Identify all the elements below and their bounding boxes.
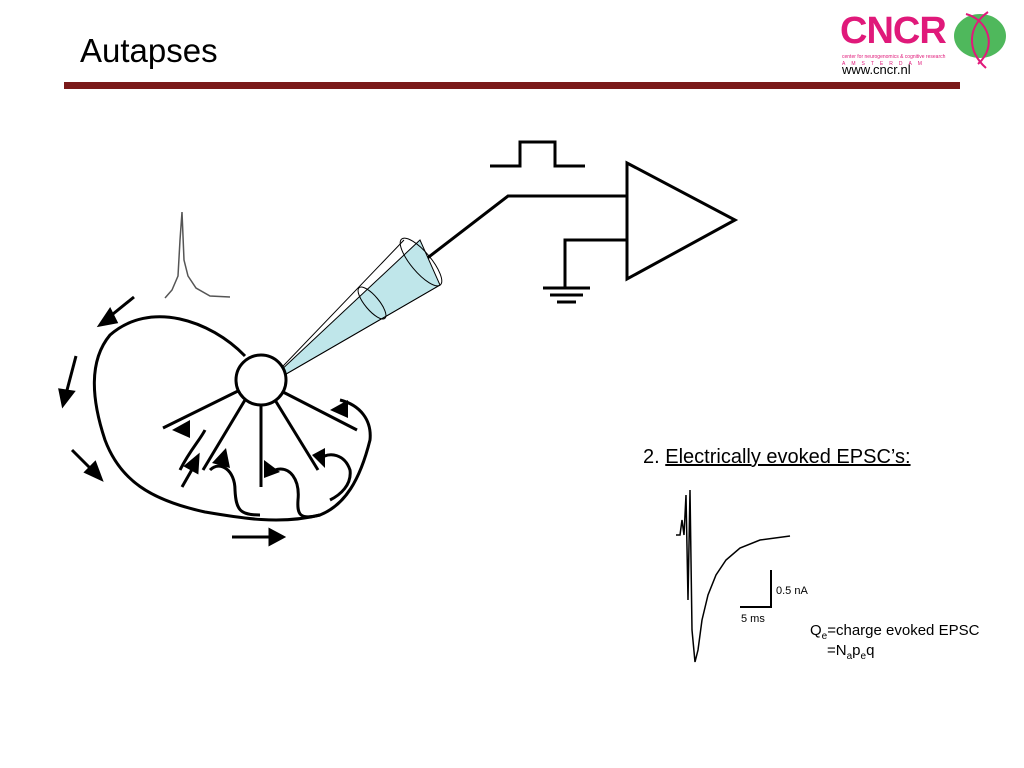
charge-equation: Qe=charge evoked EPSC: [810, 622, 979, 642]
scale-time-label: 5 ms: [741, 613, 765, 625]
epsc-trace: [676, 489, 791, 663]
ground-wire: [563, 238, 627, 287]
synapse-terminals: [172, 400, 348, 478]
neuron-outline: [92, 315, 372, 522]
logo-text: CNCR: [840, 10, 947, 52]
pipette-meniscus: [357, 286, 387, 320]
eq-q-sub: e: [821, 631, 828, 642]
scale-bar: [740, 570, 772, 608]
cncr-logo: CNCR center for neurogenomics & cognitiv…: [838, 6, 1008, 70]
pipette-fill: [261, 239, 441, 389]
dendrite-loops: [178, 429, 352, 519]
amplifier-triangle: [625, 160, 739, 282]
pipette-outline: [261, 239, 441, 389]
logo-city: AMSTERDAM: [842, 61, 928, 67]
quantal-equation: =Napeq: [827, 642, 874, 662]
ground-icon: [543, 286, 590, 304]
soma: [234, 353, 288, 407]
slide-title: Autapses: [80, 32, 218, 69]
pipette-open-end: [399, 237, 443, 287]
eq2-p: p: [852, 642, 861, 659]
eq2-q: q: [866, 642, 875, 659]
logo-swirl-icon: [954, 11, 1006, 69]
stimulus-pulse: [490, 140, 585, 168]
flow-arrows: [58, 295, 287, 547]
epsc-label: 2. Electrically evoked EPSC’s:: [643, 446, 911, 469]
eq2-sub-e: e: [860, 651, 867, 662]
action-potential-trace: [164, 211, 231, 299]
epsc-label-text: Electrically evoked EPSC’s:: [665, 446, 911, 468]
eq-q: Q: [810, 622, 822, 639]
neurites: [162, 389, 358, 487]
website-url[interactable]: www.cncr.nl: [842, 62, 911, 77]
epsc-label-number: 2.: [643, 446, 660, 468]
title-rule: [64, 82, 960, 89]
logo-subtitle: center for neurogenomics & cognitive res…: [842, 54, 946, 60]
eq2-n: =N: [827, 642, 847, 659]
eq-rest: =charge evoked EPSC: [827, 622, 980, 639]
scale-current-label: 0.5 nA: [776, 585, 808, 597]
eq2-sub-a: a: [846, 651, 853, 662]
